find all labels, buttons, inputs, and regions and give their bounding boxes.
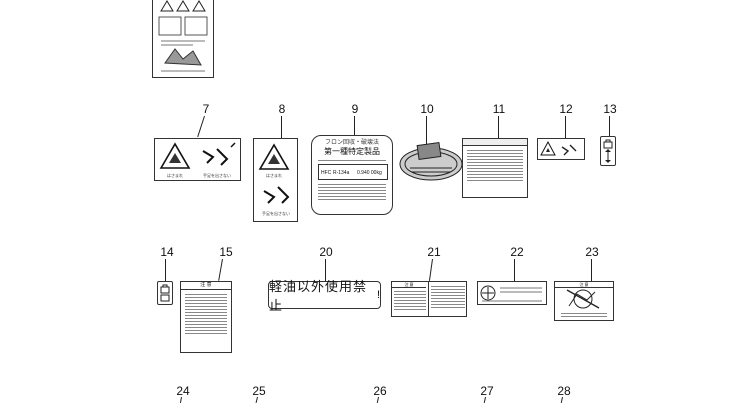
- decal-15-text-lines: [185, 292, 227, 336]
- callout-28: 28: [557, 384, 571, 398]
- leader-20: [325, 259, 326, 281]
- decal-9-gas-code: R-134a: [333, 170, 350, 176]
- decal-9-title: フロン回収・破壊法: [324, 140, 379, 146]
- callout-8: 8: [278, 102, 286, 116]
- decal-23-text-lines: [561, 311, 607, 319]
- decal-13-lock-arrow-icon: [603, 139, 613, 163]
- leader-13: [609, 116, 610, 136]
- decal-9-subtitle: 第一種特定製品: [324, 147, 380, 156]
- exclamation-icon: !: [376, 289, 380, 301]
- decal-14: [157, 281, 173, 305]
- decal-21-left-lines: [394, 289, 426, 312]
- leader-9: [354, 116, 355, 136]
- leader-11: [498, 116, 499, 138]
- leader-12: [565, 116, 566, 138]
- decal-12: [537, 138, 585, 160]
- decal-11: [462, 138, 528, 198]
- decal-11-header-bar: [463, 139, 527, 146]
- callout-20: 20: [319, 245, 333, 259]
- decal-8: はさまれ 手足を出さない: [253, 138, 298, 222]
- decal-7: はさまれ 手足を出さない: [154, 138, 241, 181]
- decal-8-graphic: [258, 143, 290, 204]
- leader-23: [591, 259, 592, 281]
- decal-22-graphic: [480, 285, 542, 302]
- callout-22: 22: [510, 245, 524, 259]
- decal-9: フロン回収・破壊法 第一種特定製品 HFC R-134a 0.940 00kg: [311, 135, 393, 215]
- decal-14-lock-icon: [160, 284, 170, 302]
- leader-14: [165, 259, 166, 281]
- decal-15: 注 意: [180, 281, 232, 353]
- leader-8: [281, 116, 282, 138]
- callout-15: 15: [219, 245, 233, 259]
- leader-21: [428, 258, 433, 281]
- decal-11-text-lines: [467, 148, 523, 183]
- callout-11: 11: [492, 102, 506, 116]
- decal-7-caption-left: はさまれ: [167, 173, 183, 178]
- decal-21-header: 注 意: [392, 282, 426, 288]
- callout-7: 7: [202, 102, 210, 116]
- leader-10: [426, 116, 427, 144]
- decal-21-right-lines: [431, 284, 465, 310]
- decal-9-text-lines: [318, 158, 386, 163]
- leader-22: [514, 259, 515, 281]
- decal-9-amount: 0.940 00kg: [357, 170, 382, 176]
- decal-7-caption-right: 手足を出さない: [203, 173, 231, 178]
- decal-20: 軽油以外使用禁止 !: [268, 279, 381, 313]
- decal-23-header: 注 意: [555, 282, 613, 288]
- decal-9-body-lines: [318, 182, 386, 202]
- decal-13: [600, 136, 616, 166]
- callout-24: 24: [176, 384, 190, 398]
- callout-23: 23: [585, 245, 599, 259]
- decal-8-caption-top: はさまれ: [266, 173, 282, 178]
- callout-25: 25: [252, 384, 266, 398]
- leader-15: [218, 258, 223, 281]
- decal-10-oval-emblem: [399, 141, 463, 181]
- callout-27: 27: [480, 384, 494, 398]
- decal-7-graphic: [159, 142, 236, 169]
- decal-top-graphic: [158, 0, 208, 72]
- callout-21: 21: [427, 245, 441, 259]
- decal-21-divider: [428, 282, 429, 316]
- callout-12: 12: [559, 102, 573, 116]
- decal-15-header: 注 意: [181, 282, 231, 290]
- decal-23-graphic: [566, 289, 600, 309]
- leader-7: [197, 115, 205, 138]
- callout-26: 26: [373, 384, 387, 398]
- decal-23: 注 意: [554, 281, 614, 321]
- decal-top-partial: [152, 0, 214, 78]
- decal-8-caption-bottom: 手足を出さない: [262, 211, 290, 216]
- decal-21: 注 意: [391, 281, 467, 317]
- decal-9-gas: HFC: [321, 170, 332, 176]
- callout-10: 10: [420, 102, 434, 116]
- decal-12-graphic: [540, 140, 577, 156]
- decal-22: [477, 281, 547, 305]
- callout-13: 13: [603, 102, 617, 116]
- decal-20-text: 軽油以外使用禁止: [269, 279, 368, 313]
- callout-14: 14: [160, 245, 174, 259]
- decal-9-gas-table: HFC R-134a 0.940 00kg: [318, 164, 388, 180]
- callout-9: 9: [351, 102, 359, 116]
